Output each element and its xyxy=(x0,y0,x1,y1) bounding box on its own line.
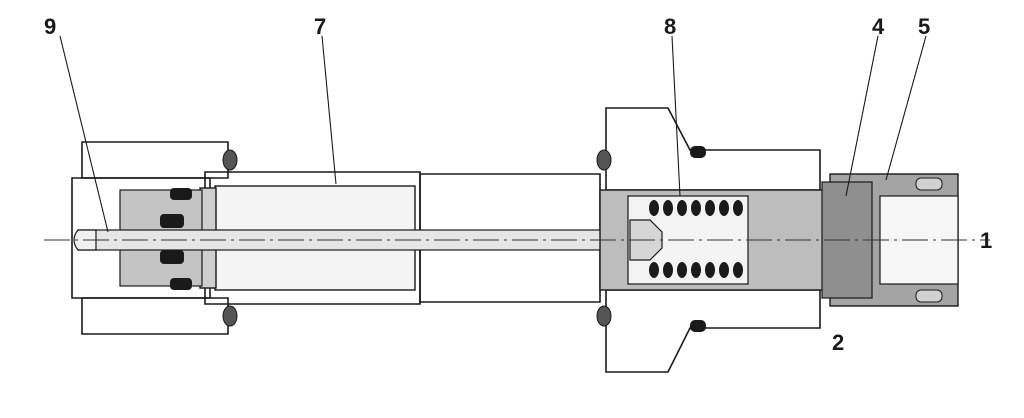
callout-2: 2 xyxy=(832,330,844,355)
o-ring-hex-top-right xyxy=(690,146,706,158)
left-nut-upper xyxy=(81,141,229,179)
spring-coils-bottom xyxy=(649,262,743,278)
hex-body-upper xyxy=(605,107,821,191)
left-fitting-body xyxy=(71,177,211,299)
leader-5 xyxy=(885,35,927,181)
seal-left-mid-bottom xyxy=(160,250,184,264)
center-housing xyxy=(419,173,601,303)
right-sleeve-slot-top xyxy=(915,177,943,191)
o-ring-hex-top xyxy=(596,149,612,171)
leader-4 xyxy=(845,35,879,197)
callout-8: 8 xyxy=(664,14,676,39)
seal-left-top xyxy=(170,188,192,200)
o-ring-left-bottom xyxy=(222,305,238,327)
leader-7 xyxy=(321,35,337,185)
callout-4: 4 xyxy=(872,14,885,39)
callout-5: 5 xyxy=(918,14,930,39)
spring-coils-top xyxy=(649,200,743,216)
right-sleeve-slot-bottom xyxy=(915,289,943,303)
leader-9 xyxy=(59,35,109,233)
leader-8 xyxy=(671,35,681,197)
callout-1: 1 xyxy=(980,228,992,253)
seal-left-bottom xyxy=(170,278,192,290)
callout-7: 7 xyxy=(314,14,326,39)
o-ring-left-top xyxy=(222,149,238,171)
hex-body-lower xyxy=(605,289,821,373)
seal-left-mid-top xyxy=(160,214,184,228)
o-ring-hex-bottom xyxy=(596,305,612,327)
o-ring-hex-bottom-right xyxy=(690,320,706,332)
callout-9: 9 xyxy=(44,14,56,39)
